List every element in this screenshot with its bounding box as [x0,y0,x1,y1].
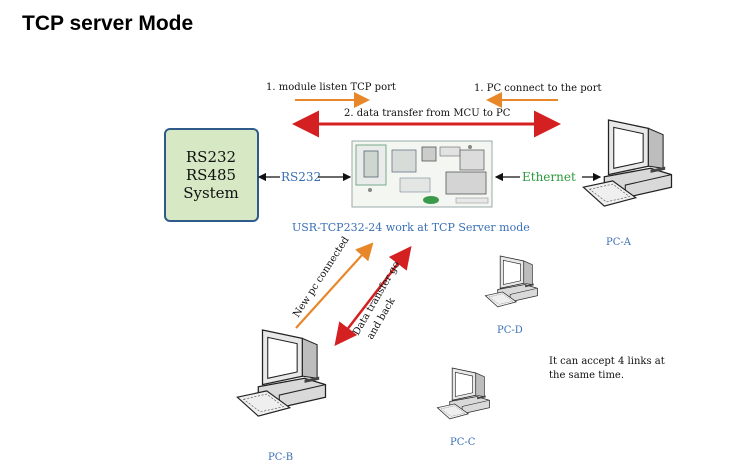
label-pc-connect: 1. PC connect to the port [474,83,602,94]
page-title: TCP server Mode [22,12,194,35]
pc-a-icon [582,119,673,207]
system-box-line1: RS232 [186,148,236,166]
pc-c-icon [436,367,490,420]
module-caption: USR-TCP232-24 work at TCP Server mode [292,221,530,234]
pc-d-icon [484,255,538,308]
pc-a-label: PC-A [606,237,632,248]
system-box-line2: RS485 [186,166,236,184]
pc-b-icon [236,329,327,417]
module-board [351,140,493,208]
pc-b-label: PC-B [268,452,293,463]
accept-text-line1: It can accept 4 links at [549,356,665,367]
ethernet-link-label: Ethernet [522,170,576,184]
system-box-line3: System [183,184,239,202]
accept-text-line2: the same time. [549,370,624,381]
pc-c-label: PC-C [450,437,476,448]
rs232-link-label: RS232 [281,170,321,184]
arrow-data-go-back [334,246,412,346]
label-data-transfer: 2. data transfer from MCU to PC [344,108,511,119]
label-module-listen: 1. module listen TCP port [266,82,396,93]
pc-d-label: PC-D [497,325,523,336]
